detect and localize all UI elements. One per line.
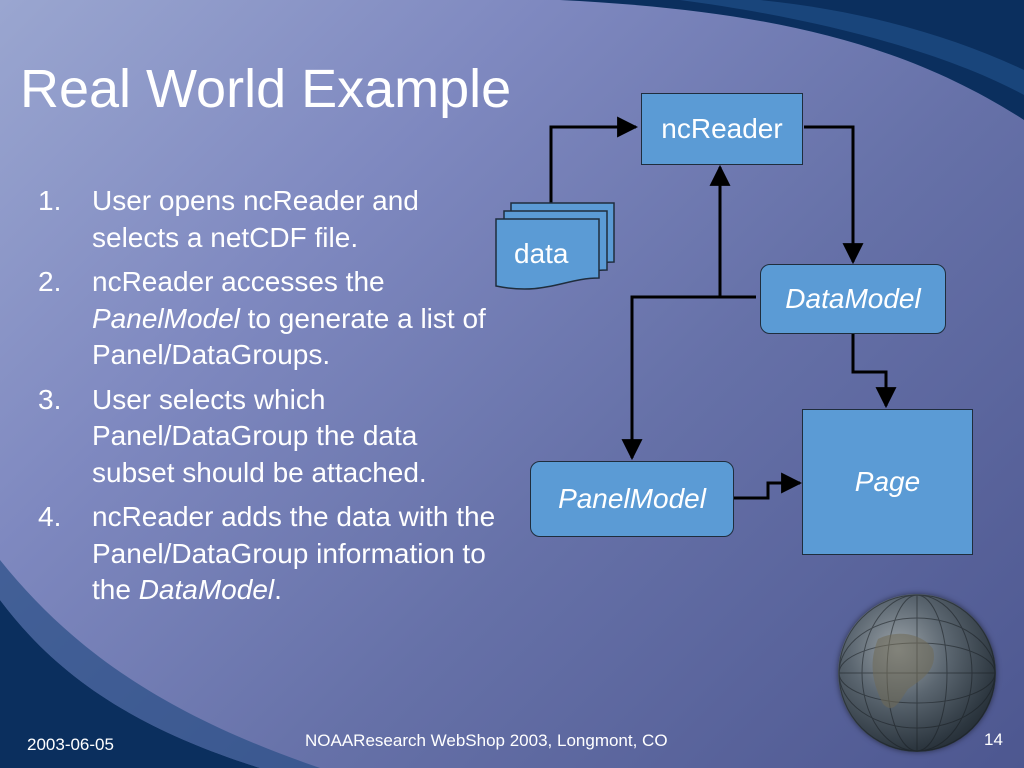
- ncreader-label: ncReader: [661, 113, 783, 144]
- step-text: User selects which Panel/DataGroup the d…: [92, 383, 427, 488]
- panelmodel-label: PanelModel: [558, 483, 706, 514]
- step-text: User opens ncReader and selects a netCDF…: [92, 185, 419, 253]
- step-text: to generate a list of Panel/DataGroups.: [92, 302, 486, 371]
- step-number: 3.: [38, 383, 62, 415]
- footer-date: 2003-06-05: [27, 735, 114, 754]
- globe-icon: [838, 594, 996, 752]
- page-box: Page: [802, 409, 973, 555]
- arrow-panelmodel-to-page: [734, 472, 803, 500]
- arrow-datamodel-to-page: [851, 333, 897, 409]
- arrow-ncreader-to-datamodel: [804, 125, 864, 265]
- step-number: 1.: [38, 185, 62, 216]
- step-text: ncReader accesses the: [92, 266, 385, 297]
- arrow-ncreader-to-panelmodel: [621, 295, 720, 461]
- step-text: .: [274, 574, 282, 605]
- ncreader-box: ncReader: [641, 93, 803, 165]
- step-number: 2.: [38, 266, 62, 297]
- step-item: 4. ncReader adds the data with the Panel…: [38, 499, 498, 609]
- slide-title: Real World Example: [20, 59, 512, 119]
- panelmodel-box: PanelModel: [530, 461, 734, 537]
- page-label: Page: [854, 466, 921, 497]
- step-item: 3. User selects which Panel/DataGroup th…: [38, 382, 498, 492]
- page-number: 14: [984, 730, 1003, 749]
- datamodel-box: DataModel: [760, 264, 946, 334]
- data-label: data: [514, 238, 569, 269]
- step-item: 2. ncReader accesses the PanelModel to g…: [38, 264, 498, 374]
- step-text-emphasis: PanelModel: [92, 302, 240, 334]
- step-text-emphasis: DataModel: [138, 574, 275, 605]
- step-number: 4.: [38, 501, 62, 532]
- datamodel-label: DataModel: [785, 283, 921, 314]
- steps-list: 1. User opens ncReader and selects a net…: [38, 183, 498, 617]
- footer-event: NOAAResearch WebShop 2003, Longmont, CO: [305, 731, 668, 750]
- arrow-data-to-ncreader: [549, 116, 639, 205]
- step-text: ncReader adds the data with the Panel/Da…: [92, 501, 496, 605]
- step-item: 1. User opens ncReader and selects a net…: [38, 183, 498, 256]
- globe-grid: [838, 594, 996, 752]
